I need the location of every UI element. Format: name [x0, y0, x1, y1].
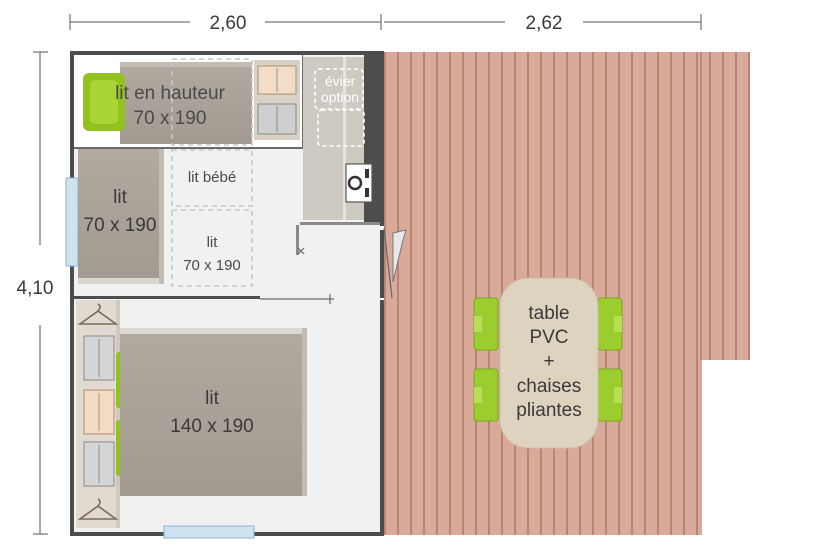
double-bed-size: 140 x 190: [170, 416, 253, 437]
dashed-bed-outlines: [171, 58, 253, 287]
double-bed: [116, 328, 307, 496]
door-markers: [260, 247, 334, 304]
dimension-height: 4,10: [17, 278, 54, 299]
center-bed-title: lit: [207, 234, 219, 251]
pvc-table: [499, 277, 599, 449]
folding-chairs: [473, 297, 623, 422]
sink-label-line1: évier: [325, 73, 356, 89]
shirt-icons: [83, 335, 115, 487]
loft-bed-title: lit en hauteur: [115, 83, 226, 104]
baby-bed-title: lit bébé: [188, 169, 236, 186]
left-bed-title: lit: [113, 187, 127, 208]
dimension-width-right: 2,62: [526, 13, 563, 34]
loft-bed-size: 70 x 190: [134, 108, 207, 129]
sink-outline: [314, 68, 365, 147]
sink-label-line2: option: [321, 89, 359, 105]
hanger-icon: [77, 303, 119, 520]
dimension-width-left: 2,60: [210, 13, 247, 34]
window-bottom: [163, 525, 255, 539]
double-bed-title: lit: [205, 388, 219, 409]
left-single-bed: [78, 149, 164, 284]
table-label-line-3: +: [543, 351, 554, 372]
table-label-line-5: pliantes: [516, 400, 582, 421]
table-label: table PVC + chaises pliantes: [516, 303, 582, 421]
window-left: [65, 177, 79, 267]
stove: [345, 163, 373, 203]
terrace-door: [383, 227, 407, 299]
table-label-line-4: chaises: [517, 376, 581, 397]
left-bed-size: 70 x 190: [84, 215, 157, 236]
kitchen-counter-edge: [343, 57, 346, 220]
table-label-line-2: PVC: [529, 327, 568, 348]
dimension-lines: [33, 14, 702, 535]
center-bed-size: 70 x 190: [183, 257, 241, 274]
shelf-shirts-top: [254, 60, 300, 140]
table-label-line-1: table: [528, 303, 569, 324]
